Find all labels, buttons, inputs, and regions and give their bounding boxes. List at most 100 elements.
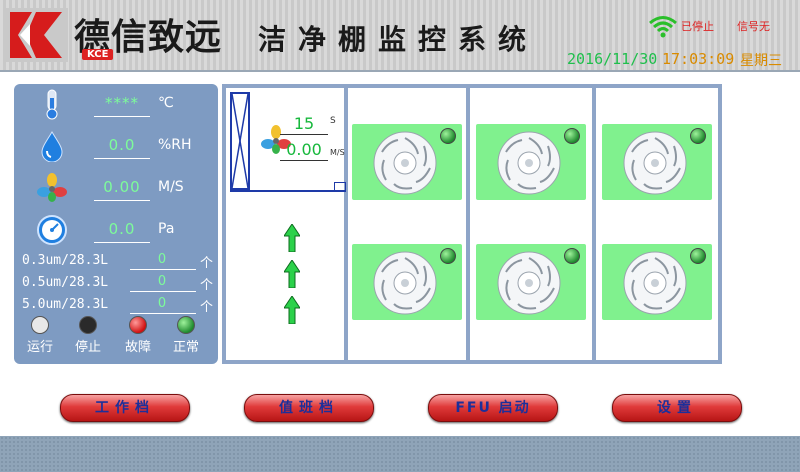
sensor-panel: **** ℃ 0.0 %RH 0.00 M/S 0.0 bbox=[14, 84, 218, 364]
stopped-indicator-icon bbox=[79, 316, 97, 334]
ffu-column bbox=[348, 88, 466, 360]
particle-value: 0 bbox=[157, 252, 167, 267]
ffu-unit[interactable] bbox=[352, 244, 462, 320]
up-arrow-icon bbox=[284, 260, 300, 288]
fault-indicator-icon bbox=[129, 316, 147, 334]
particle-row: 5.0um/28.3L 0 个 bbox=[22, 296, 218, 316]
particle-label: 0.3um/28.3L bbox=[22, 253, 109, 268]
legend-stopped: 停止 bbox=[68, 316, 108, 355]
ffu-column bbox=[596, 88, 718, 360]
centrifugal-fan-icon bbox=[497, 251, 561, 315]
water-drop-icon bbox=[41, 131, 63, 162]
fan-icon bbox=[37, 173, 67, 202]
valve-icon bbox=[334, 182, 346, 192]
ffu-status-lamp-icon bbox=[690, 128, 706, 144]
ffu-unit[interactable] bbox=[476, 244, 586, 320]
temperature-value: **** bbox=[105, 94, 139, 112]
particle-underline bbox=[130, 313, 196, 314]
ffu-status-lamp-icon bbox=[440, 248, 456, 264]
header-bar: 德信致远 KCE 洁净棚监控系统 已停止 信号无 2016/11/30 17:0… bbox=[0, 0, 800, 72]
run-status-text: 已停止 bbox=[681, 20, 714, 33]
up-arrow-icon bbox=[284, 296, 300, 324]
humidity-underline bbox=[94, 158, 150, 159]
particle-value: 0 bbox=[157, 296, 167, 311]
pressure-unit: Pa bbox=[158, 221, 175, 237]
legend-normal: 正常 bbox=[166, 316, 206, 355]
particle-unit: 个 bbox=[200, 278, 214, 293]
time-display: 17:03:09 bbox=[662, 50, 735, 68]
airflow-speed-underline bbox=[280, 160, 328, 161]
temperature-row: **** ℃ bbox=[14, 86, 218, 126]
particle-row: 0.3um/28.3L 0 个 bbox=[22, 252, 218, 272]
interval-unit: S bbox=[330, 116, 336, 126]
thermometer-icon bbox=[46, 89, 58, 120]
weekday-display: 星期三 bbox=[740, 53, 782, 69]
ffu-start-button[interactable]: FFU 启动 bbox=[428, 394, 558, 422]
particle-underline bbox=[130, 269, 196, 270]
ffu-unit[interactable] bbox=[602, 244, 712, 320]
work-mode-button[interactable]: 工作档 bbox=[60, 394, 190, 422]
damper-icon bbox=[230, 92, 250, 190]
centrifugal-fan-icon bbox=[497, 131, 561, 195]
damper-cross-icon bbox=[231, 93, 249, 189]
ffu-unit[interactable] bbox=[476, 124, 586, 200]
airflow-speed-unit: M/S bbox=[330, 148, 345, 157]
ffu-status-lamp-icon bbox=[564, 248, 580, 264]
airspeed-unit: M/S bbox=[158, 179, 184, 195]
fan-icon bbox=[261, 125, 291, 154]
temperature-unit: ℃ bbox=[158, 95, 174, 111]
temperature-underline bbox=[94, 116, 150, 117]
airspeed-row: 0.00 M/S bbox=[14, 170, 218, 210]
footer-bar bbox=[0, 436, 800, 472]
kce-logo-icon bbox=[6, 8, 68, 62]
airspeed-value: 0.00 bbox=[103, 178, 141, 196]
particle-label: 5.0um/28.3L bbox=[22, 297, 109, 312]
page-title: 洁净棚监控系统 bbox=[258, 23, 539, 56]
centrifugal-fan-icon bbox=[623, 251, 687, 315]
cleanroom-layout: 15 S 0.00 M/S bbox=[222, 84, 722, 364]
airflow-panel: 15 S 0.00 M/S bbox=[226, 88, 346, 360]
centrifugal-fan-icon bbox=[623, 131, 687, 195]
particle-label: 0.5um/28.3L bbox=[22, 275, 109, 290]
interval-underline bbox=[280, 134, 328, 135]
legend-label: 故障 bbox=[124, 340, 151, 355]
wifi-signal-icon bbox=[649, 16, 677, 38]
settings-button[interactable]: 设置 bbox=[612, 394, 742, 422]
particle-row: 0.5um/28.3L 0 个 bbox=[22, 274, 218, 294]
legend-label: 停止 bbox=[74, 340, 101, 355]
ffu-unit[interactable] bbox=[352, 124, 462, 200]
legend-fault: 故障 bbox=[118, 316, 158, 355]
duty-mode-button[interactable]: 值班档 bbox=[244, 394, 374, 422]
pressure-row: 0.0 Pa bbox=[14, 212, 218, 252]
ffu-unit[interactable] bbox=[602, 124, 712, 200]
up-arrow-icon bbox=[284, 224, 300, 252]
particle-unit: 个 bbox=[200, 300, 214, 315]
duct-line bbox=[230, 190, 346, 192]
airflow-speed-value: 0.00 bbox=[286, 140, 322, 159]
normal-indicator-icon bbox=[177, 316, 195, 334]
pressure-underline bbox=[94, 242, 150, 243]
particle-value: 0 bbox=[157, 274, 167, 289]
ffu-status-lamp-icon bbox=[564, 128, 580, 144]
date-display: 2016/11/30 bbox=[567, 50, 658, 68]
signal-status-text: 信号无 bbox=[737, 20, 770, 33]
centrifugal-fan-icon bbox=[373, 131, 437, 195]
legend-running: 运行 bbox=[20, 316, 60, 355]
centrifugal-fan-icon bbox=[373, 251, 437, 315]
pressure-gauge-icon bbox=[37, 215, 67, 245]
pressure-value: 0.0 bbox=[108, 220, 136, 238]
humidity-row: 0.0 %RH bbox=[14, 128, 218, 168]
ffu-column bbox=[470, 88, 592, 360]
ffu-status-lamp-icon bbox=[440, 128, 456, 144]
running-indicator-icon bbox=[31, 316, 49, 334]
legend-label: 运行 bbox=[26, 340, 53, 355]
legend-label: 正常 bbox=[172, 340, 199, 355]
interval-value[interactable]: 15 bbox=[293, 114, 315, 133]
humidity-value: 0.0 bbox=[108, 136, 136, 154]
airspeed-underline bbox=[94, 200, 150, 201]
brand-sub: KCE bbox=[82, 49, 114, 60]
humidity-unit: %RH bbox=[158, 137, 192, 153]
ffu-status-lamp-icon bbox=[690, 248, 706, 264]
particle-underline bbox=[130, 291, 196, 292]
particle-unit: 个 bbox=[200, 256, 214, 271]
